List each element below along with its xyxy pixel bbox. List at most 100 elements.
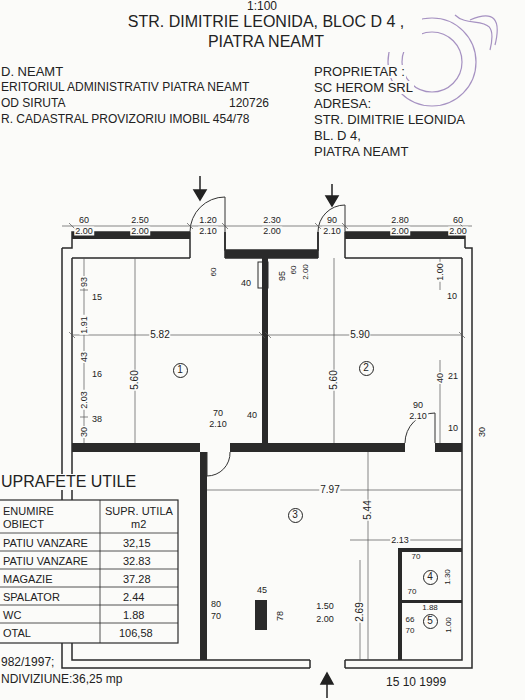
dimension-label: NDIVIZIUNE:36,25 mp bbox=[0, 673, 123, 685]
entry-arrows bbox=[194, 176, 338, 698]
room-number-text: 5 bbox=[427, 616, 433, 626]
table-cell: 32,15 bbox=[122, 538, 152, 549]
dimension-label: 1.91 bbox=[80, 315, 89, 335]
dimension-label: 2.00 bbox=[262, 227, 282, 236]
dimension-label: 2.50 bbox=[130, 216, 150, 225]
dimension-label: 16 bbox=[91, 370, 103, 379]
header-text: SC HEROM SRL bbox=[313, 81, 414, 94]
dimension-label: 38 bbox=[91, 415, 103, 424]
dimension-label: 70 bbox=[407, 588, 418, 596]
wall-fill bbox=[72, 232, 465, 660]
table-cell: UPRAFETE UTILE bbox=[0, 474, 137, 490]
room-number-text: 4 bbox=[427, 572, 433, 582]
dimension-label: 1.50 bbox=[315, 602, 335, 611]
dimension-label: 2.00 bbox=[315, 615, 335, 624]
room-number-text: 1 bbox=[177, 365, 183, 375]
dimension-label: 95 bbox=[278, 270, 287, 282]
table-cell: OBIECT bbox=[2, 519, 45, 530]
dimension-label: 982/1997; bbox=[0, 656, 55, 668]
dimension-label: 2.10 bbox=[408, 412, 428, 421]
table-cell: SPALATOR bbox=[2, 592, 61, 603]
dimension-label: 10 bbox=[446, 292, 458, 301]
dimension-label: 66 bbox=[405, 616, 416, 624]
table-cell: PATIU VANZARE bbox=[2, 538, 89, 549]
dimension-label: 40 bbox=[240, 279, 252, 288]
dimension-label: 5.60 bbox=[130, 369, 140, 390]
dimension-label: 93 bbox=[80, 276, 89, 288]
room-number: 5 bbox=[423, 614, 438, 629]
dimension-label: 2.10 bbox=[198, 227, 218, 236]
dimension-label: 1.00 bbox=[436, 262, 445, 282]
pillar bbox=[258, 262, 268, 288]
area-table bbox=[0, 500, 178, 643]
dimension-label: 60 bbox=[452, 216, 464, 225]
dimension-label: 70 bbox=[212, 409, 224, 418]
title: STR. DIMITRIE LEONIDA, BLOC D 4 , PIATRA… bbox=[110, 12, 422, 52]
header-text: PIATRA NEAMT bbox=[313, 145, 409, 158]
header-text: 120726 bbox=[228, 97, 270, 109]
dimension-label: 2.69 bbox=[355, 601, 365, 622]
dimension-label: 10 bbox=[447, 424, 459, 433]
dimension-label: 70 bbox=[405, 627, 416, 635]
header-text: ADRESA: bbox=[313, 97, 372, 110]
dimension-label: 2.13 bbox=[390, 536, 410, 545]
table-cell: OTAL bbox=[2, 628, 32, 639]
table-cell: 1.88 bbox=[122, 610, 145, 621]
dimension-label: 60 bbox=[210, 267, 218, 278]
dimension-label: 1.00 bbox=[445, 616, 453, 634]
dimension-label: 30 bbox=[80, 426, 89, 438]
dimension-label: 15 10 1999 bbox=[385, 676, 447, 688]
doors bbox=[190, 197, 435, 476]
dimension-label: 70 bbox=[411, 553, 422, 561]
table-cell: m2 bbox=[130, 519, 147, 530]
dimension-label: 2.10 bbox=[322, 227, 342, 236]
table-cell: ENUMIRE bbox=[2, 506, 55, 517]
dimension-label: 40 bbox=[246, 411, 258, 420]
dimension-label: 2.00 bbox=[302, 263, 310, 281]
header-text: 1:100 bbox=[246, 0, 278, 12]
table-cell: 106,58 bbox=[118, 628, 154, 639]
dimension-label: 60 bbox=[290, 265, 298, 276]
dimension-label: 40 bbox=[436, 372, 445, 384]
room-number: 3 bbox=[288, 508, 303, 523]
table-cell: SUPR. UTILA bbox=[104, 506, 174, 517]
dimension-label: 1.88 bbox=[421, 604, 439, 612]
dimension-label: 15 bbox=[91, 293, 103, 302]
dimension-label: 60 bbox=[78, 216, 90, 225]
table-cell: MAGAZIE bbox=[2, 574, 54, 585]
dimension-label: 1.30 bbox=[444, 568, 452, 586]
table-cell: PATIU VANZARE bbox=[2, 556, 89, 567]
dimension-label: 80 bbox=[210, 600, 222, 609]
header-text: BL. D 4, bbox=[313, 129, 362, 142]
dimension-label: 90 bbox=[412, 401, 424, 410]
header-text: STR. DIMITRIE LEONIDA bbox=[313, 113, 466, 126]
dimension-label: 2.00 bbox=[130, 227, 150, 236]
table-cell: WC bbox=[2, 610, 22, 621]
room-number-text: 3 bbox=[292, 510, 298, 520]
dimension-label: 70 bbox=[210, 612, 222, 621]
header-text: ERITORIUL ADMINISTRATIV PIATRA NEAMT bbox=[0, 81, 250, 93]
dimension-label: 43 bbox=[80, 351, 89, 363]
dimension-label: 45 bbox=[256, 586, 268, 595]
dimension-label: 2.03 bbox=[80, 390, 89, 410]
dimension-label: 78 bbox=[276, 610, 285, 622]
dimension-label: 5.90 bbox=[349, 330, 370, 340]
dimension-label: 5.60 bbox=[329, 369, 339, 390]
dimension-label: 2.80 bbox=[390, 216, 410, 225]
header-text: PROPRIETAR : bbox=[313, 65, 406, 78]
dimension-label: 2.00 bbox=[390, 227, 410, 236]
dimension-label: 21 bbox=[447, 372, 459, 381]
dimension-label: 7.97 bbox=[319, 485, 340, 495]
dimension-label: 2.30 bbox=[262, 216, 282, 225]
room-number: 1 bbox=[173, 363, 188, 378]
dimension-label: 5.44 bbox=[363, 499, 373, 520]
header-text: OD SIRUTA bbox=[0, 97, 66, 109]
dimension-label: 5.82 bbox=[149, 330, 170, 340]
room-number: 2 bbox=[359, 361, 374, 376]
table-cell: 37.28 bbox=[122, 574, 152, 585]
dimension-label: 1.20 bbox=[198, 216, 218, 225]
header-text: D. NEAMT bbox=[0, 65, 64, 78]
walls bbox=[62, 232, 472, 668]
dimension-label: 30 bbox=[478, 426, 487, 438]
